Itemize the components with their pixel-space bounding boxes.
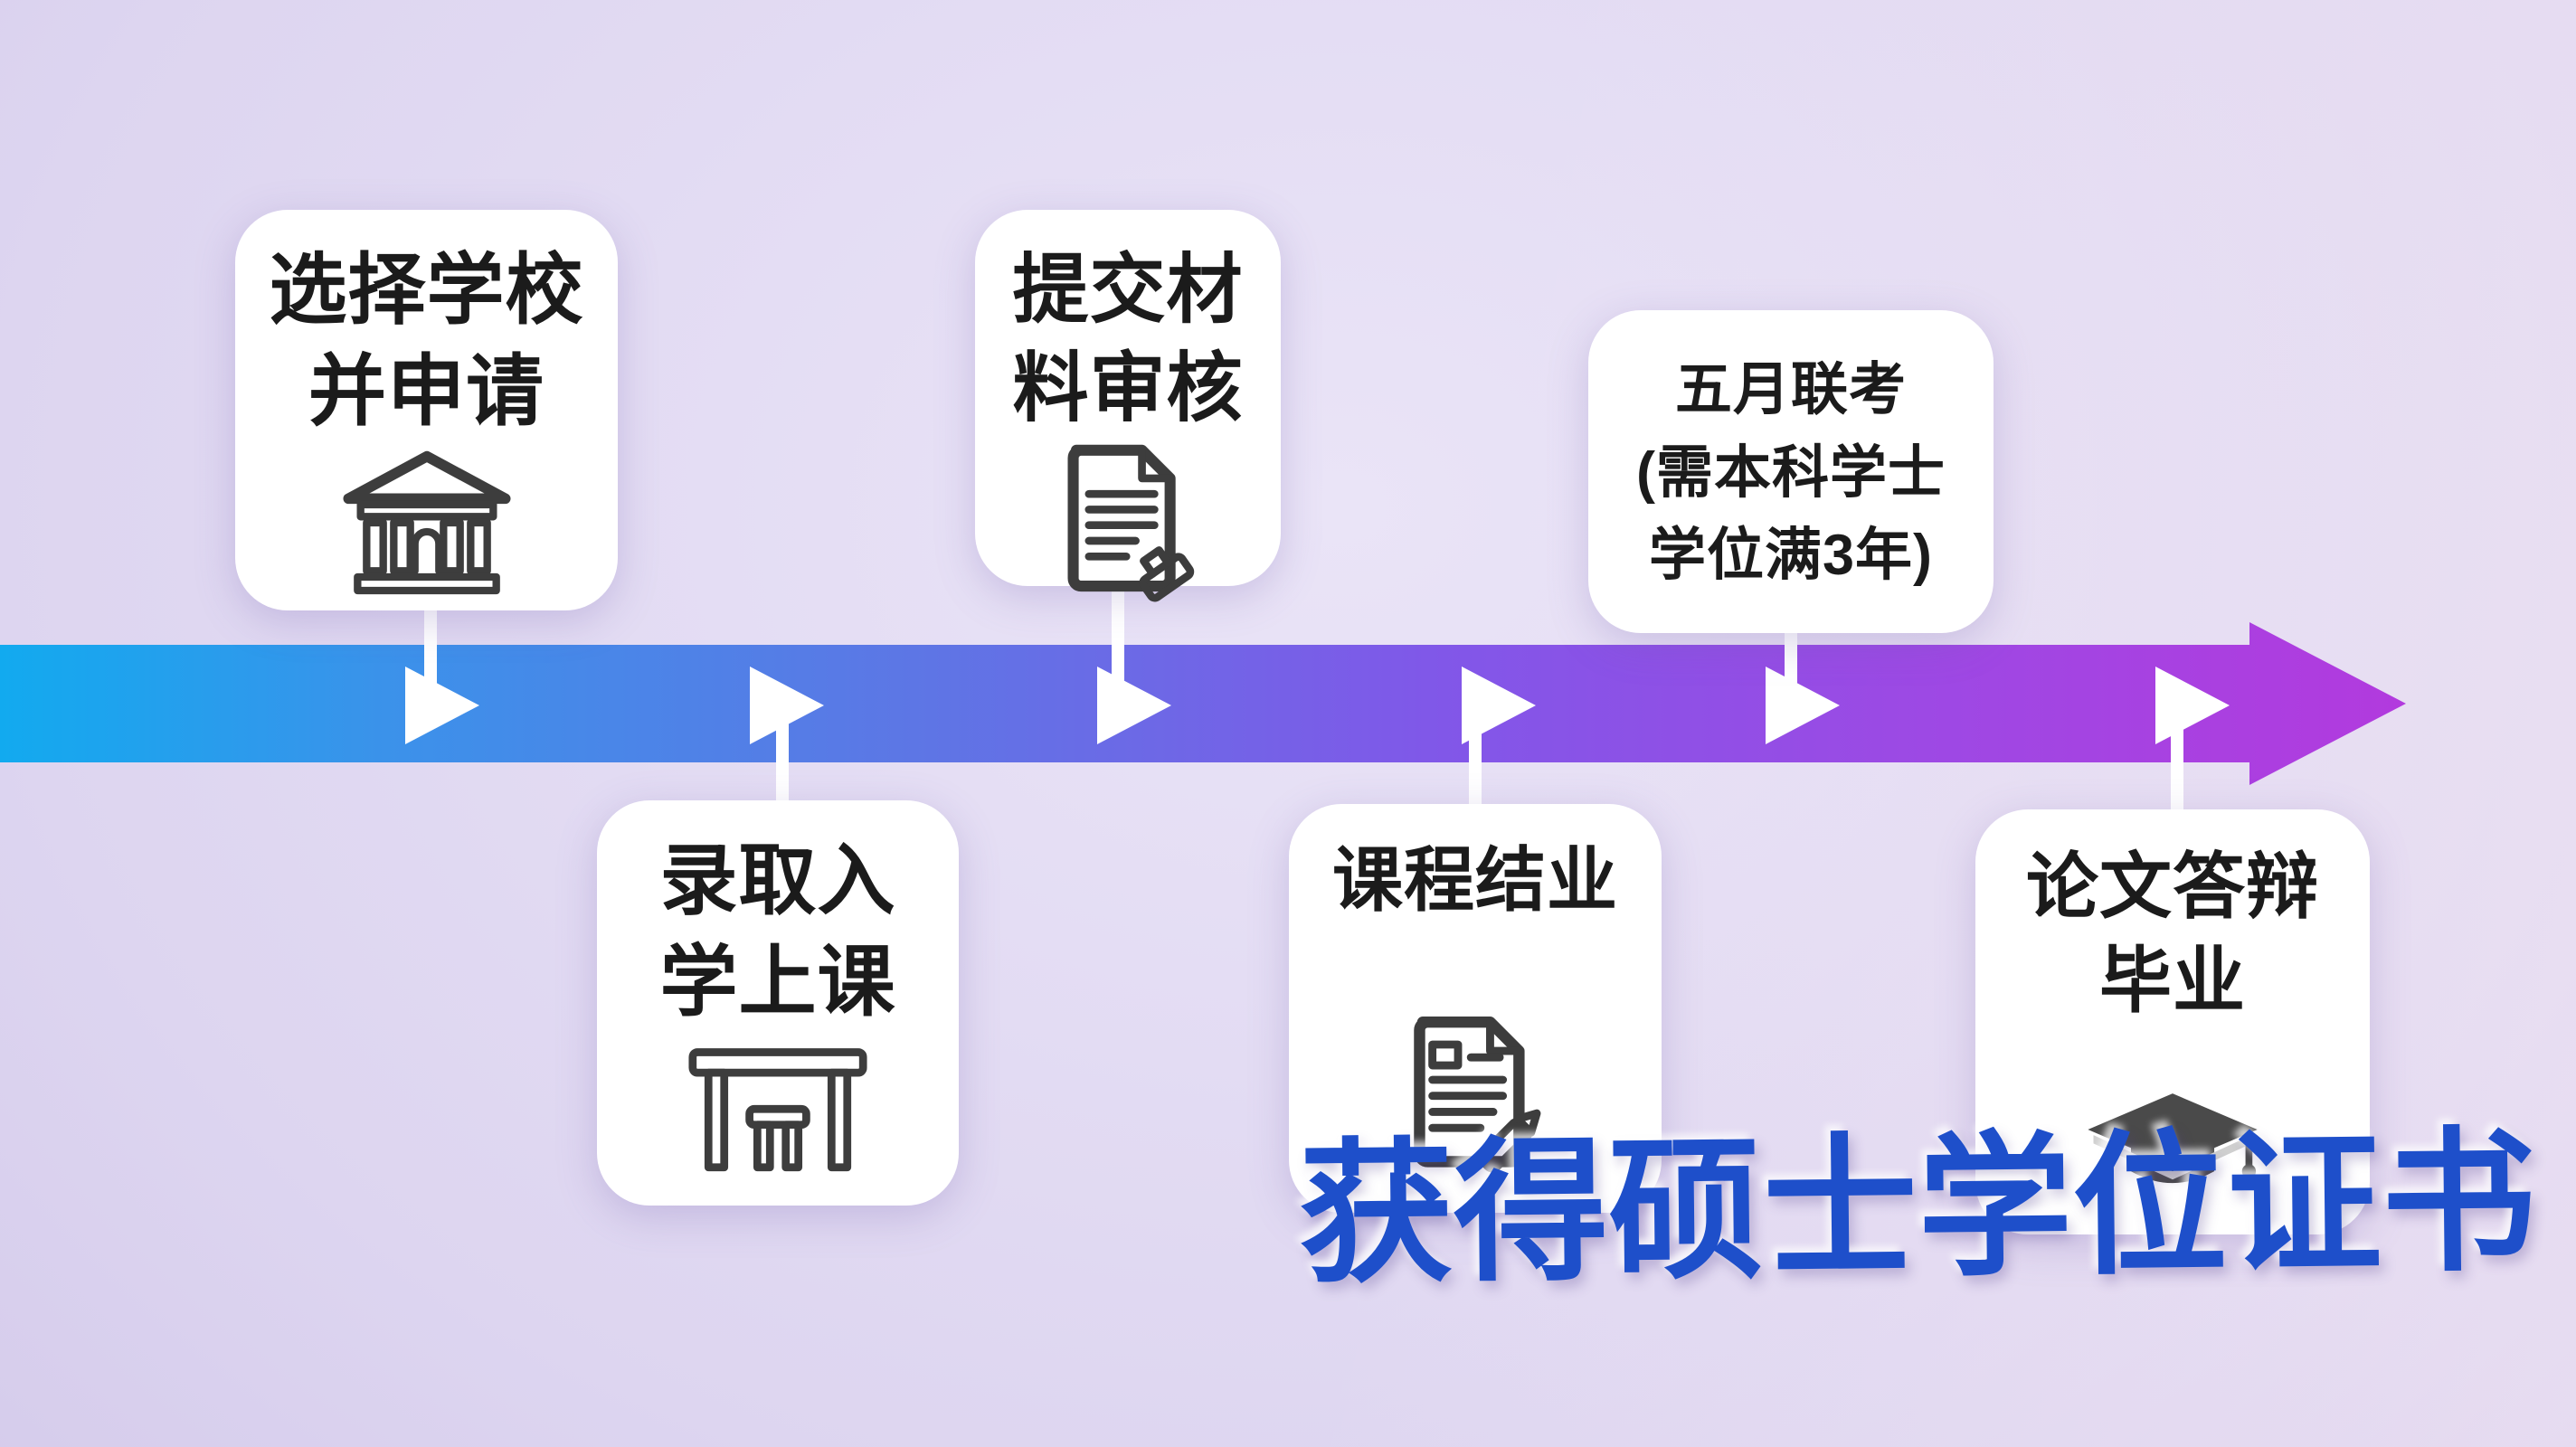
bank-icon xyxy=(336,443,517,602)
document-review-icon xyxy=(1042,438,1214,610)
step-card-submit-materials: 提交材 料审核 xyxy=(975,210,1281,602)
step-title: 录取入 学上课 xyxy=(660,831,896,1034)
desk-icon xyxy=(683,1043,873,1178)
step-card-course-completion: 课程结业 xyxy=(1289,804,1662,1213)
step-title-line: 课程结业 xyxy=(1331,840,1618,920)
step-title: 课程结业 xyxy=(1332,835,1618,926)
step-title-line: 论文答辩 xyxy=(2026,846,2319,927)
step-title: 提交材 料审核 xyxy=(1012,241,1243,438)
result-headline: 获得硕士学位证书 xyxy=(1298,1115,2538,1302)
step-title-line: 毕业 xyxy=(2099,941,2246,1021)
step-title: 五月联考 (需本科学士 学位满3年) xyxy=(1636,349,1946,597)
step-title-line: 并申请 xyxy=(308,347,545,435)
step-title-line: 料审核 xyxy=(1012,345,1244,431)
step-title-line: (需本科学士 xyxy=(1636,440,1946,505)
step-title-line: 学位满3年) xyxy=(1648,524,1933,588)
step-card-may-exam: 五月联考 (需本科学士 学位满3年) xyxy=(1588,310,1994,633)
graduation-cap-icon xyxy=(2082,1088,2263,1207)
step-title-line: 学上课 xyxy=(659,938,896,1026)
step-title-line: 提交材 xyxy=(1012,247,1244,332)
step-title-line: 五月联考 xyxy=(1674,358,1907,422)
step-title-line: 录取入 xyxy=(659,837,896,924)
step-title: 论文答辩 毕业 xyxy=(2026,840,2319,1028)
step-title-line: 选择学校 xyxy=(269,247,584,334)
document-pencil-icon xyxy=(1387,1009,1564,1186)
step-card-thesis-defense: 论文答辩 毕业 xyxy=(1975,809,2370,1234)
step-title: 选择学校 并申请 xyxy=(270,241,584,443)
step-card-admission-classes: 录取入 学上课 xyxy=(597,800,959,1206)
step-card-choose-school: 选择学校 并申请 xyxy=(235,210,618,610)
timeline-arrow xyxy=(0,622,2406,785)
